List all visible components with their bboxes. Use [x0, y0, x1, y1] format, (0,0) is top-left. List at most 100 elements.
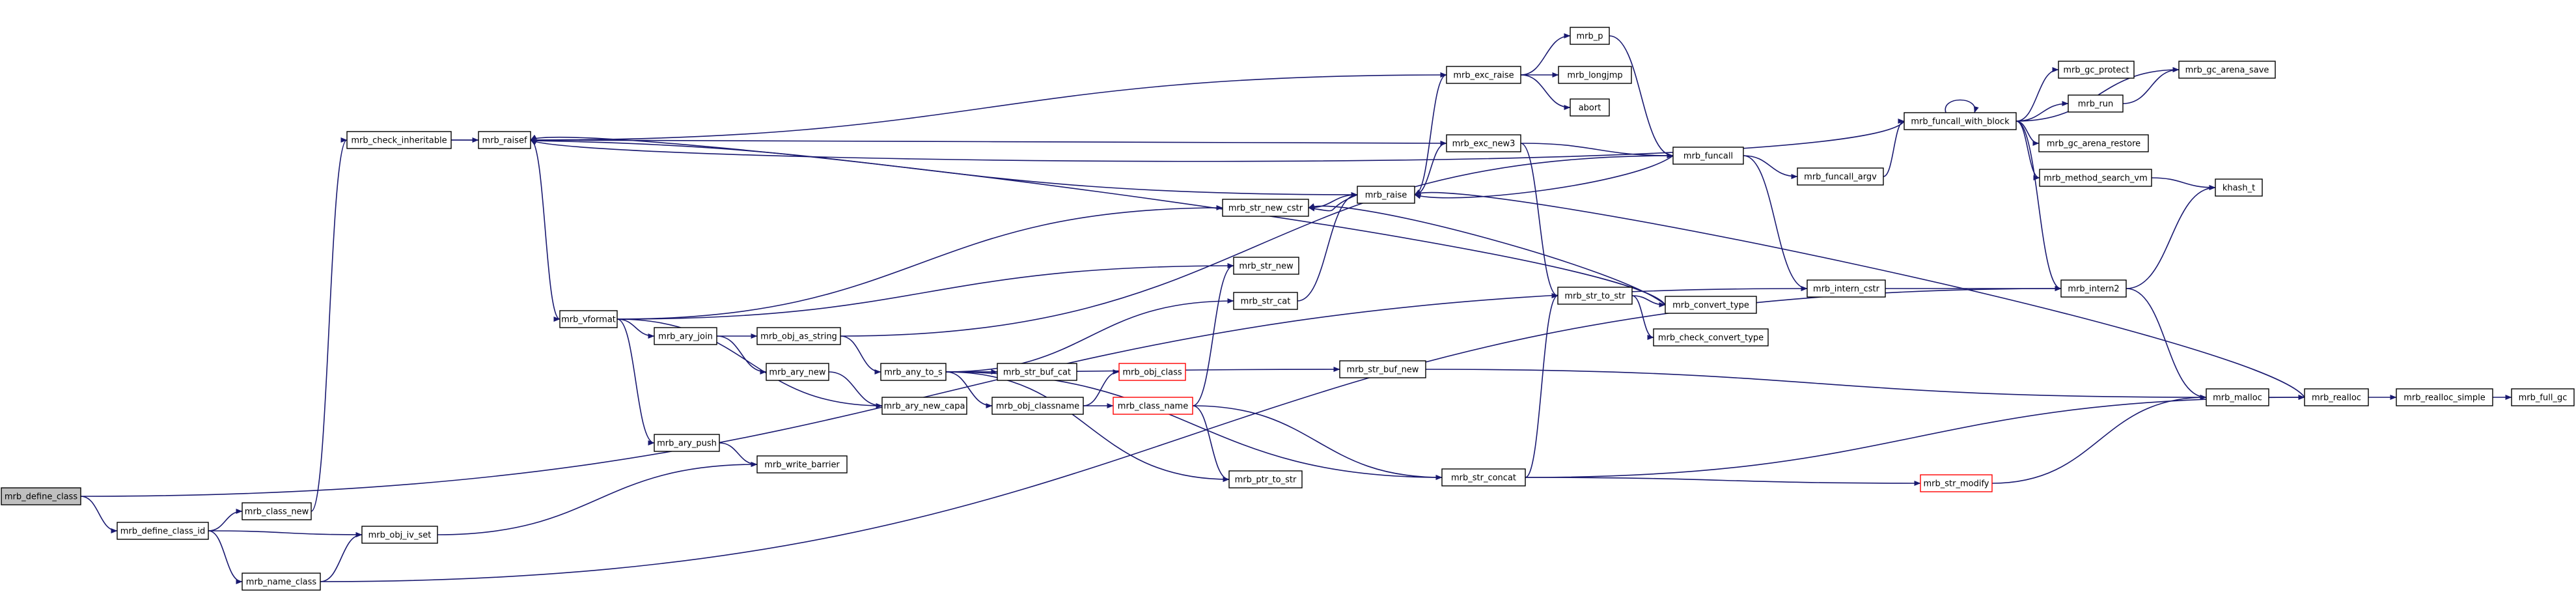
- node-mrb-str-new[interactable]: mrb_str_new: [1233, 257, 1299, 275]
- node-label: mrb_funcall: [1683, 152, 1733, 162]
- node-mrb-str-modify[interactable]: mrb_str_modify: [1920, 474, 1993, 492]
- node-mrb-write-barrier[interactable]: mrb_write_barrier: [756, 455, 848, 474]
- node-mrb-ary-new-capa[interactable]: mrb_ary_new_capa: [881, 397, 967, 415]
- node-mrb-str-to-str[interactable]: mrb_str_to_str: [1557, 287, 1633, 305]
- node-mrb-vformat[interactable]: mrb_vformat: [559, 310, 618, 328]
- node-mrb-malloc[interactable]: mrb_malloc: [2206, 388, 2269, 406]
- node-mrb-str-buf-cat[interactable]: mrb_str_buf_cat: [997, 363, 1077, 381]
- call-edge-mrb_str_concat-to-mrb_str_modify: [1525, 477, 1921, 486]
- node-mrb-any-to-s[interactable]: mrb_any_to_s: [880, 363, 947, 381]
- node-box: [881, 397, 967, 415]
- node-mrb-ary-push[interactable]: mrb_ary_push: [654, 434, 720, 452]
- node-mrb-exc-raise[interactable]: mrb_exc_raise: [1446, 66, 1521, 84]
- call-edge-mrb_exc_new3-to-mrb_funcall: [1520, 143, 1674, 158]
- node-label: mrb_funcall_with_block: [1911, 117, 2010, 127]
- call-edge-mrb_str_buf_new-to-mrb_malloc: [1425, 369, 2207, 400]
- node-mrb-str-buf-new[interactable]: mrb_str_buf_new: [1339, 360, 1426, 378]
- node-mrb-str-cat[interactable]: mrb_str_cat: [1233, 292, 1298, 310]
- node-mrb-full-gc[interactable]: mrb_full_gc: [2511, 388, 2575, 406]
- node-label: mrb_any_to_s: [884, 368, 943, 378]
- node-label: mrb_convert_type: [1672, 301, 1749, 311]
- node-mrb-p[interactable]: mrb_p: [1570, 27, 1610, 45]
- node-mrb-method-search-vm[interactable]: mrb_method_search_vm: [2039, 169, 2152, 187]
- node-box: [1904, 112, 2017, 130]
- node-mrb-ary-join[interactable]: mrb_ary_join: [654, 327, 717, 345]
- node-mrb-ary-new[interactable]: mrb_ary_new: [766, 363, 829, 381]
- node-mrb-intern2[interactable]: mrb_intern2: [2060, 279, 2127, 298]
- node-box: [1228, 470, 1303, 488]
- node-mrb-raisef[interactable]: mrb_raisef: [478, 131, 531, 149]
- node-box: [1339, 360, 1426, 378]
- node-box: [1807, 279, 1886, 298]
- node-box: [991, 397, 1084, 415]
- node-label: mrb_method_search_vm: [2043, 174, 2148, 184]
- call-edge-mrb_str_concat-to-mrb_realloc: [1525, 395, 2305, 478]
- node-label: mrb_run: [2078, 100, 2114, 109]
- node-mrb-funcall-argv[interactable]: mrb_funcall_argv: [1797, 167, 1884, 186]
- node-box: [756, 455, 848, 474]
- node-mrb-obj-iv-set[interactable]: mrb_obj_iv_set: [361, 526, 438, 544]
- call-edge-mrb_funcall_with_block-to-mrb_intern2: [2015, 120, 2062, 291]
- call-edge-mrb_exc_raise-to-abort: [1520, 74, 1571, 110]
- node-label: mrb_define_class: [5, 492, 77, 502]
- node-box: [654, 327, 717, 345]
- node-box: [1357, 186, 1415, 204]
- call-edge-mrb_ary_new-to-mrb_ary_new_capa: [828, 371, 883, 408]
- node-box: [346, 131, 452, 149]
- node-box: [1557, 287, 1633, 305]
- call-edge-mrb_funcall_with_block-to-mrb_gc_protect: [2015, 67, 2059, 122]
- node-mrb-obj-as-string[interactable]: mrb_obj_as_string: [756, 327, 841, 345]
- node-mrb-funcall-with-block[interactable]: mrb_funcall_with_block: [1904, 112, 2017, 130]
- node-mrb-gc-protect[interactable]: mrb_gc_protect: [2058, 61, 2135, 79]
- node-mrb-str-new-cstr[interactable]: mrb_str_new_cstr: [1222, 199, 1309, 217]
- node-mrb-class-new[interactable]: mrb_class_new: [242, 502, 312, 520]
- node-mrb-check-inheritable[interactable]: mrb_check_inheritable: [346, 131, 452, 149]
- node-label: mrb_vformat: [561, 315, 616, 325]
- node-mrb-funcall[interactable]: mrb_funcall: [1672, 147, 1744, 165]
- node-mrb-str-concat[interactable]: mrb_str_concat: [1441, 468, 1526, 487]
- call-edge-mrb_vformat-to-mrb_ary_new_capa: [616, 318, 883, 408]
- node-mrb-define-class-id[interactable]: mrb_define_class_id: [117, 522, 209, 540]
- node-mrb-intern-cstr[interactable]: mrb_intern_cstr: [1807, 279, 1886, 298]
- node-mrb-name-class[interactable]: mrb_name_class: [242, 573, 321, 591]
- node-mrb-class-name[interactable]: mrb_class_name: [1113, 397, 1193, 415]
- node-label: mrb_ary_push: [657, 439, 717, 449]
- node-mrb-check-convert-type[interactable]: mrb_check_convert_type: [1653, 328, 1769, 346]
- node-mrb-exc-new3[interactable]: mrb_exc_new3: [1446, 134, 1521, 152]
- call-edge-mrb_obj_as_string-to-mrb_any_to_s: [840, 335, 881, 375]
- node-mrb-obj-classname[interactable]: mrb_obj_classname: [991, 397, 1084, 415]
- node-mrb-run[interactable]: mrb_run: [2068, 94, 2124, 113]
- node-mrb-realloc[interactable]: mrb_realloc: [2304, 388, 2369, 406]
- node-mrb-longjmp[interactable]: mrb_longjmp: [1558, 66, 1632, 84]
- node-label: mrb_str_modify: [1924, 479, 1989, 489]
- call-edge-mrb_raise-to-mrb_exc_new3: [1414, 141, 1447, 195]
- call-edge-mrb_realloc-to-mrb_raise: [1414, 189, 2305, 398]
- node-mrb-gc-arena-save[interactable]: mrb_gc_arena_save: [2178, 61, 2276, 79]
- node-box: [2058, 61, 2135, 79]
- node-box: [1446, 134, 1521, 152]
- node-box: [2038, 134, 2149, 152]
- call-edge-mrb_funcall-to-mrb_funcall_argv: [1743, 155, 1798, 179]
- call-edge-mrb_run-to-mrb_gc_arena_save: [2122, 67, 2180, 104]
- node-mrb-obj-class[interactable]: mrb_obj_class: [1118, 363, 1186, 381]
- node-mrb-ptr-to-str[interactable]: mrb_ptr_to_str: [1228, 470, 1303, 488]
- node-box: [2039, 169, 2152, 187]
- node-mrb-realloc-simple[interactable]: mrb_realloc_simple: [2396, 388, 2493, 406]
- node-abort[interactable]: abort: [1570, 98, 1610, 117]
- node-khash-t[interactable]: khash_t: [2215, 178, 2263, 197]
- call-edge-mrb_vformat-to-mrb_ary_push: [616, 318, 655, 446]
- node-box: [1233, 292, 1298, 310]
- node-box: [1672, 147, 1744, 165]
- node-label: mrb_check_convert_type: [1658, 333, 1764, 343]
- node-label: mrb_exc_raise: [1453, 71, 1514, 81]
- node-box: [242, 573, 321, 591]
- call-edge-mrb_raise-to-mrb_exc_raise: [1414, 72, 1447, 195]
- node-mrb-convert-type[interactable]: mrb_convert_type: [1665, 296, 1757, 314]
- node-box: [478, 131, 531, 149]
- call-edge-mrb_exc_raise-to-mrb_p: [1520, 33, 1571, 76]
- node-mrb-gc-arena-restore[interactable]: mrb_gc_arena_restore: [2038, 134, 2149, 152]
- node-mrb-raise[interactable]: mrb_raise: [1357, 186, 1415, 204]
- call-edge-mrb_define_class_id-to-mrb_class_new: [208, 509, 243, 531]
- node-mrb-define-class[interactable]: mrb_define_class: [1, 487, 81, 505]
